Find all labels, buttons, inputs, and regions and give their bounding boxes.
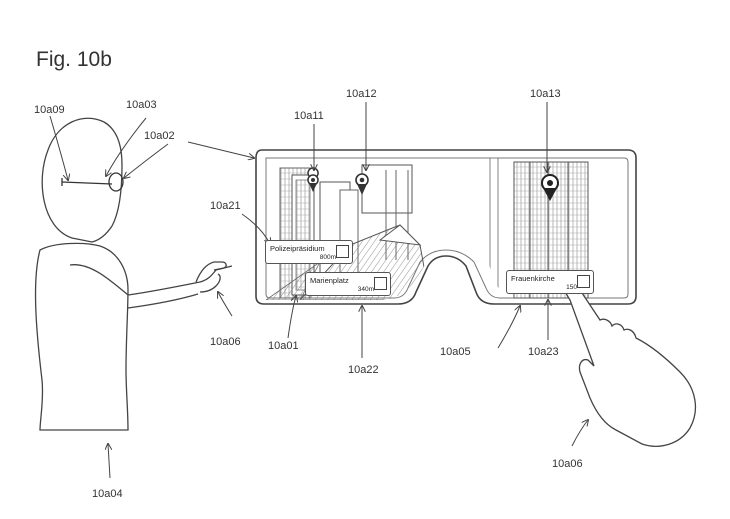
poi-card-distance: 340m <box>357 286 374 293</box>
user-head <box>41 117 123 243</box>
poi-select-checkbox[interactable] <box>374 277 387 290</box>
figure-title: Fig. 10b <box>36 48 112 71</box>
user-arm <box>69 264 233 309</box>
ref-10a22: 10a22 <box>348 364 379 376</box>
glasses-frame-inner <box>265 157 629 299</box>
ref-10a01: 10a01 <box>268 340 299 352</box>
glasses-frame-outer <box>255 149 637 305</box>
ref-10a05: 10a05 <box>440 346 471 358</box>
user-body <box>34 242 129 431</box>
smart-glasses <box>61 172 124 192</box>
poi-card-title: Marienplatz <box>310 276 349 285</box>
ref-10a21: 10a21 <box>210 200 241 212</box>
ref-10a03: 10a03 <box>126 99 157 111</box>
ref-10a11: 10a11 <box>294 110 324 122</box>
poi-card-marienplatz[interactable]: Marienplatz 340m <box>305 272 391 296</box>
glasses-display <box>255 149 697 447</box>
poi-card-distance: 150 <box>566 284 577 291</box>
pointing-hand <box>564 283 697 447</box>
poi-card-polizeipraesidium[interactable]: Polizeipräsidium 800m <box>265 240 353 264</box>
poi-card-distance: 800m <box>319 254 336 261</box>
ref-10a13: 10a13 <box>530 88 561 100</box>
poi-select-checkbox[interactable] <box>577 275 590 288</box>
ref-10a02: 10a02 <box>144 130 175 142</box>
poi-card-title: Polizeipräsidium <box>270 244 325 253</box>
ref-10a23: 10a23 <box>528 346 559 358</box>
ref-10a04: 10a04 <box>92 488 123 500</box>
user-figure <box>34 117 233 431</box>
user-hand <box>195 261 227 293</box>
pin-icon-frauenkirche[interactable] <box>541 174 559 201</box>
poi-card-frauenkirche[interactable]: Frauenkirche 150 <box>506 270 594 294</box>
ref-10a09: 10a09 <box>34 104 65 116</box>
poi-card-title: Frauenkirche <box>511 274 555 283</box>
pin-icon-marienplatz[interactable] <box>355 173 369 195</box>
ref-10a06-right: 10a06 <box>552 458 583 470</box>
poi-select-checkbox[interactable] <box>336 245 349 258</box>
ref-10a06-left: 10a06 <box>210 336 241 348</box>
ref-10a12: 10a12 <box>346 88 377 100</box>
